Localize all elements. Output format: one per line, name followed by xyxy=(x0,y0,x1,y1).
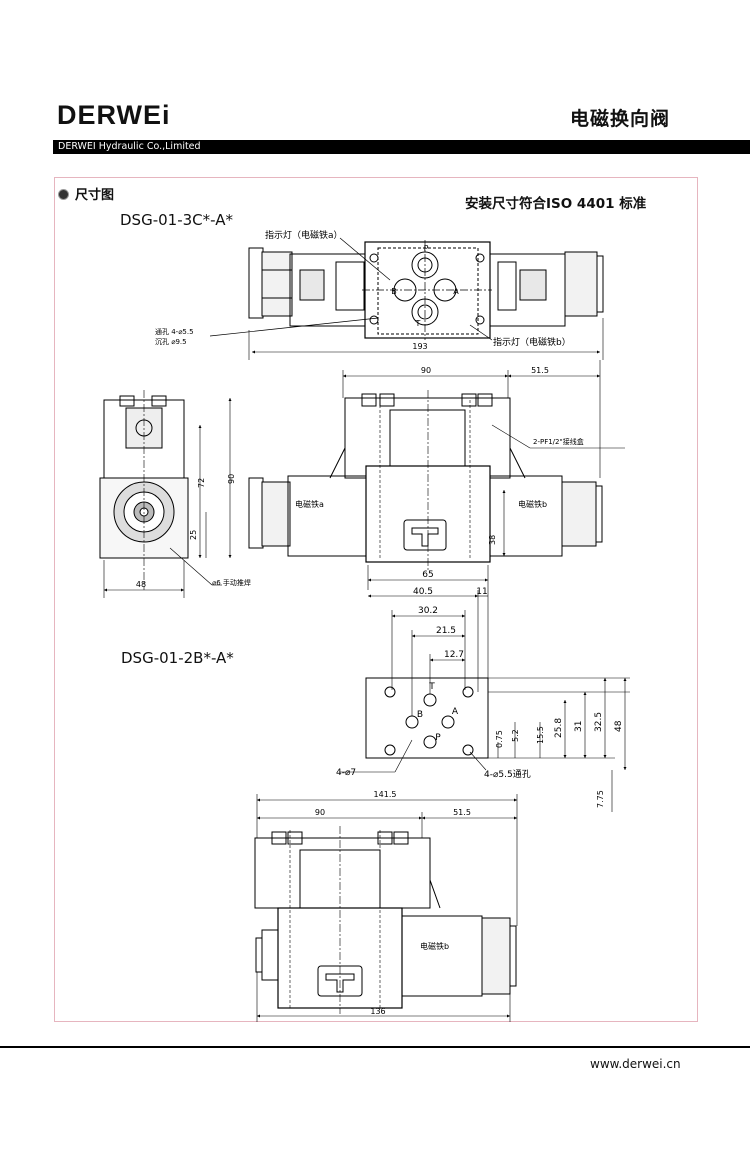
dim-30-2: 30.2 xyxy=(418,606,438,616)
model-label-2b: DSG-01-2B*-A* xyxy=(121,649,234,667)
dim-48-side: 48 xyxy=(136,580,146,589)
footer-line xyxy=(0,1046,750,1048)
dim-12-7: 12.7 xyxy=(444,650,464,660)
dim-51-5-top: 51.5 xyxy=(531,366,549,375)
header-band xyxy=(53,140,750,154)
dim-48-face: 48 xyxy=(614,720,624,732)
top-port-b: B xyxy=(391,287,397,296)
face-port-t: T xyxy=(428,682,435,692)
dim-65: 65 xyxy=(422,570,433,580)
label-indicator-a: 指示灯（电磁铁a） xyxy=(265,229,343,241)
dim-141-5: 141.5 xyxy=(374,790,397,799)
dim-38: 38 xyxy=(488,535,497,545)
top-coil-cap-left xyxy=(248,247,264,319)
label-solenoid-b-2: 电磁铁b xyxy=(420,941,449,951)
dim-51-5-bottom: 51.5 xyxy=(453,808,471,817)
dim-40-5: 40.5 xyxy=(413,587,433,597)
dim-72: 72 xyxy=(197,478,206,488)
top-port-a: A xyxy=(453,287,459,296)
brand-logo: DERWEi xyxy=(57,100,171,130)
label-manual-pin: ⌀6 手动推焊 xyxy=(212,578,251,587)
face-port-b: B xyxy=(417,710,423,720)
standard-note: 安装尺寸符合ISO 4401 标准 xyxy=(465,196,647,212)
top-coil-left xyxy=(261,251,293,317)
face-port-p: P xyxy=(435,733,441,743)
face-port-a: A xyxy=(452,707,459,717)
footer-url[interactable]: www.derwei.cn xyxy=(590,1057,681,1071)
dim-32-5: 32.5 xyxy=(594,712,604,732)
dim-7-75: 7.75 xyxy=(596,790,605,808)
top-coil-right xyxy=(564,251,598,317)
label-through-hole: 通孔 4-⌀5.5 xyxy=(155,327,194,336)
mounting-plate xyxy=(365,677,489,759)
dim-11: 11 xyxy=(476,587,487,597)
label-bolt-hole: 4-⌀7 xyxy=(336,768,356,778)
dim-25-8: 25.8 xyxy=(554,718,564,738)
label-solenoid-a: 电磁铁a xyxy=(295,499,324,509)
label-indicator-b: 指示灯（电磁铁b） xyxy=(493,336,571,348)
page-title: 电磁换向阀 xyxy=(570,108,671,130)
front-view-3c xyxy=(248,360,625,720)
front2-top-block xyxy=(254,837,431,909)
label-solenoid-b: 电磁铁b xyxy=(518,499,547,509)
mounting-face xyxy=(340,590,630,812)
section-title-text: 尺寸图 xyxy=(75,188,115,203)
drawing-frame xyxy=(54,177,698,1022)
side-view xyxy=(99,390,232,598)
dim-31: 31 xyxy=(574,721,584,732)
top-port-p: P xyxy=(424,244,429,253)
dim-90-side: 90 xyxy=(227,474,236,484)
dim-136: 136 xyxy=(370,1007,385,1016)
label-through-hole-2: 4-⌀5.5通孔 xyxy=(484,769,531,780)
bullet-icon xyxy=(58,189,69,200)
top-port-t: T xyxy=(415,319,421,328)
front-view-2b xyxy=(254,794,518,1022)
dim-15-5: 15.5 xyxy=(536,726,545,744)
model-label-3c: DSG-01-3C*-A* xyxy=(120,211,233,229)
top-view xyxy=(209,237,604,360)
dim-5-2: 5.2 xyxy=(511,729,520,742)
dim-25: 25 xyxy=(189,530,198,540)
dim-193: 193 xyxy=(412,342,427,351)
dim-90-bottom: 90 xyxy=(315,808,325,817)
section-title: 尺寸图 xyxy=(58,184,114,203)
label-counterbore: 沉孔 ⌀9.5 xyxy=(155,338,187,346)
company-name: DERWEI Hydraulic Co.,Limited xyxy=(58,141,201,152)
label-connector-box: 2-PF1/2"接线盒 xyxy=(533,437,584,446)
dim-0-75: 0.75 xyxy=(495,730,504,748)
dim-21-5: 21.5 xyxy=(436,626,456,636)
dim-90-top: 90 xyxy=(421,366,431,375)
